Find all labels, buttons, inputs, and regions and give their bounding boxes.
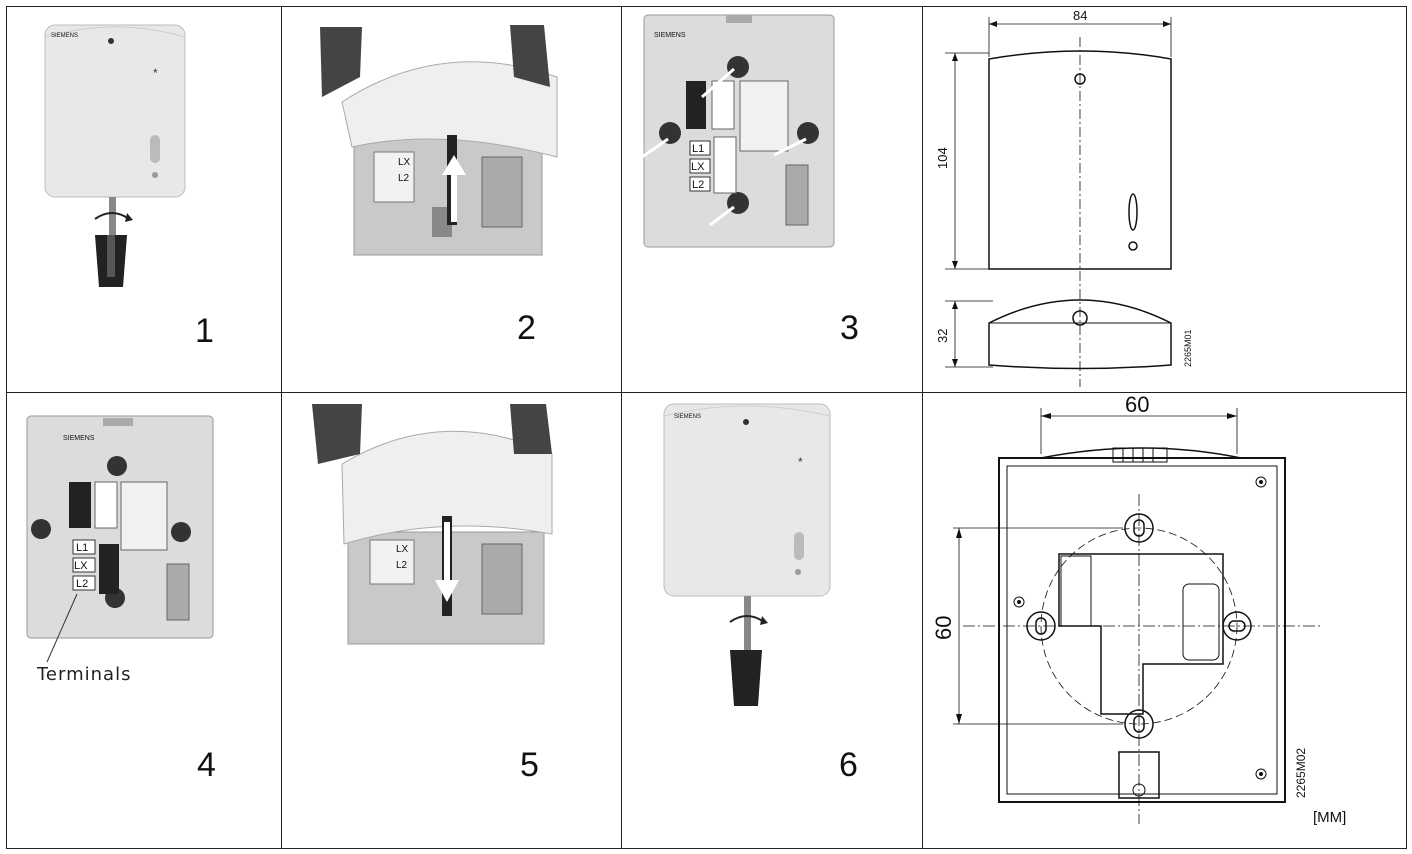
brand-text: SIEMENS <box>51 33 78 39</box>
step-number: 3 <box>840 309 859 347</box>
column-divider <box>922 6 923 849</box>
column-divider <box>621 6 622 849</box>
column-divider <box>281 6 282 849</box>
svg-text:L1: L1 <box>76 542 88 554</box>
svg-text:SIEMENS: SIEMENS <box>654 32 686 39</box>
drawing-code: 2265M02 <box>1294 748 1308 798</box>
svg-text:LX: LX <box>398 157 411 168</box>
dimension-drawing-2-svg: 60 60 2265M02 [MM] <box>931 394 1346 826</box>
step-number: 5 <box>520 746 539 784</box>
height-dimension: 104 <box>935 147 950 169</box>
step-2-illustration: LX L2 <box>320 25 558 256</box>
step-1-cell: SIEMENS * 1 <box>7 7 280 391</box>
step-4-illustration: SIEMENS L1 LX L2 <box>26 415 214 663</box>
svg-text:SIEMENS: SIEMENS <box>63 435 95 442</box>
depth-dimension: 32 <box>935 329 950 343</box>
plate-height-dimension: 60 <box>931 616 956 640</box>
svg-text:LX: LX <box>396 544 409 555</box>
svg-text:LX: LX <box>74 560 88 572</box>
step-2-cell: LX L2 2 <box>282 7 620 391</box>
step-5-illustration: LX L2 <box>312 404 553 645</box>
dimension-drawing-1: 84 104 32 2265M01 <box>923 7 1406 391</box>
svg-text:L2: L2 <box>76 578 88 590</box>
step-number: 1 <box>195 312 214 350</box>
svg-text:*: * <box>798 455 803 469</box>
step-number: 6 <box>839 746 858 784</box>
svg-text:LX: LX <box>691 161 705 173</box>
step-number: 2 <box>517 309 536 347</box>
step-3-illustration: SIEMENS L1 LX L2 <box>641 14 835 248</box>
step-6-cell: SIEMENS * 6 <box>622 394 921 848</box>
drawing-code: 2265M01 <box>1183 329 1193 367</box>
terminals-callout: Terminals <box>37 664 132 685</box>
svg-text:L2: L2 <box>396 560 408 571</box>
dimension-drawing-2: 60 60 2265M02 [MM] <box>923 394 1406 848</box>
svg-text:SIEMENS: SIEMENS <box>674 414 701 420</box>
plate-width-dimension: 60 <box>1125 394 1149 417</box>
step-3-cell: SIEMENS L1 LX L2 3 <box>622 7 921 391</box>
svg-text:L2: L2 <box>692 179 704 191</box>
dimension-drawing-1-svg: 84 104 32 2265M01 <box>935 8 1193 387</box>
svg-text:*: * <box>153 66 158 80</box>
step-number: 4 <box>197 746 216 784</box>
width-dimension: 84 <box>1073 8 1087 23</box>
figure-table <box>6 6 1407 849</box>
svg-text:L1: L1 <box>692 143 704 155</box>
step-5-cell: LX L2 5 <box>282 394 620 848</box>
step-1-illustration: SIEMENS * <box>44 24 186 287</box>
step-4-cell: SIEMENS L1 LX L2 Terminals 4 <box>7 394 280 848</box>
row-divider <box>6 392 1407 393</box>
step-6-illustration: SIEMENS * <box>663 403 831 706</box>
unit-label: [MM] <box>1313 809 1346 826</box>
svg-text:L2: L2 <box>398 173 410 184</box>
